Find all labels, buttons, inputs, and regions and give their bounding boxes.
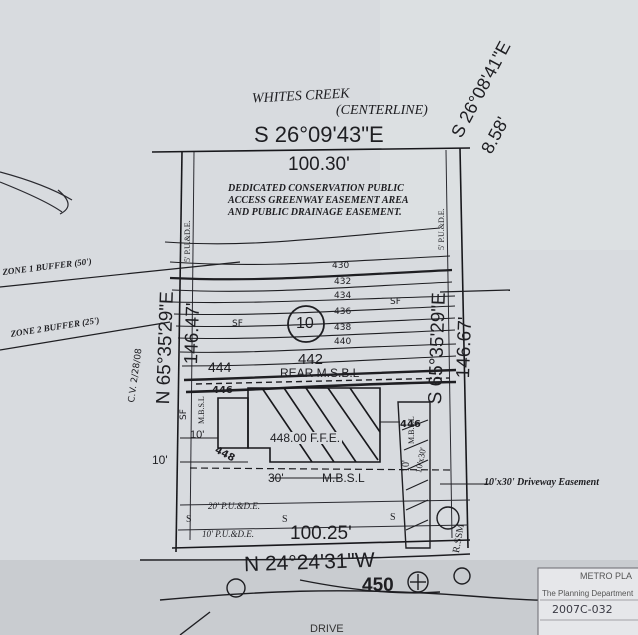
driveway-hatch (397, 401, 431, 549)
top-distance: 100.30' (288, 154, 350, 175)
right-distance: 146.67' (453, 316, 477, 379)
manhole-symbol (226, 506, 471, 598)
conservation-note-line2: ACCESS GREENWAY EASEMENT AREA (228, 195, 409, 206)
bottom-bearing: N 24°24'31"W (243, 548, 376, 577)
rear-msbl-label: REAR M.S.B.L (280, 366, 360, 380)
contour-436: 436 (334, 307, 352, 317)
elevation-450: 450 (362, 575, 394, 596)
side-dim-10-upper: 10' (190, 429, 205, 441)
sf-mark-3: SF (179, 409, 189, 420)
contour-440: 440 (334, 337, 352, 347)
stamp-department: The Planning Department (542, 589, 634, 598)
contour-432: 432 (334, 277, 352, 287)
driveway-easement-note: 10'x30' Driveway Easement (484, 477, 599, 488)
sewer-mark-3: S (390, 512, 396, 523)
right-pude-label: 5' P.U.&D.E. (437, 208, 446, 250)
sf-mark-2: SF (390, 297, 401, 307)
contour-444-label: 444 (208, 359, 232, 375)
front-pude-10: 10' P.U.&D.E. (202, 529, 255, 539)
rear-setback-line (195, 377, 451, 385)
contour-446-right: 446 (400, 419, 421, 430)
front-pude-20: 20' P.U.&D.E. (208, 501, 261, 511)
contour-430: 430 (332, 261, 350, 271)
contour-438: 438 (334, 323, 352, 333)
side-dim-10-right: 10' (401, 460, 412, 472)
stamp-case-number: 2007C-032 (552, 603, 613, 616)
road-name: DRIVE (310, 623, 344, 635)
sf-mark-1: SF (232, 319, 243, 329)
front-dim-30: 30' (268, 471, 284, 485)
left-distance: 146.47' (181, 302, 205, 365)
left-pude-label: 5' P.U.&D.E. (183, 220, 192, 262)
right-bearing: S 65°35'29"E (425, 292, 450, 405)
creek-centerline: (CENTERLINE) (336, 103, 428, 118)
sewer-mark-1: S (186, 514, 192, 525)
contour-442-label: 442 (298, 351, 324, 368)
planning-stamp-box (537, 567, 638, 635)
side-dim-10-lower: 10' (152, 453, 168, 467)
contour-434: 434 (334, 291, 352, 301)
house-footprint (217, 387, 381, 463)
lot-boundary (151, 147, 471, 553)
stamp-title: METRO PLA (580, 571, 633, 581)
front-msbl-label: M.B.S.L (322, 471, 365, 485)
top-bearing: S 26°09'43"E (254, 122, 384, 147)
dimension-lines (180, 421, 490, 485)
finished-floor-elevation: 448.00 F.F.E. (268, 431, 343, 445)
bottom-distance: 100.25' (290, 523, 352, 544)
buffer-arc-lines (0, 171, 73, 215)
conservation-note-line3: AND PUBLIC DRAINAGE EASEMENT. (228, 207, 402, 218)
side-msbl-right: M.B.S.L (407, 416, 416, 444)
lot-number: 10 (296, 315, 314, 332)
lot-number-circle (287, 305, 325, 343)
side-msbl-left: M.B.S.L (197, 396, 206, 424)
zone-buffer-lines (0, 261, 511, 351)
left-bearing: N 65°35'29"E (153, 290, 178, 405)
conservation-note-line1: DEDICATED CONSERVATION PUBLIC (228, 183, 404, 194)
sewer-mark-2: S (282, 514, 288, 525)
contour-446-left: 446 (212, 385, 233, 396)
